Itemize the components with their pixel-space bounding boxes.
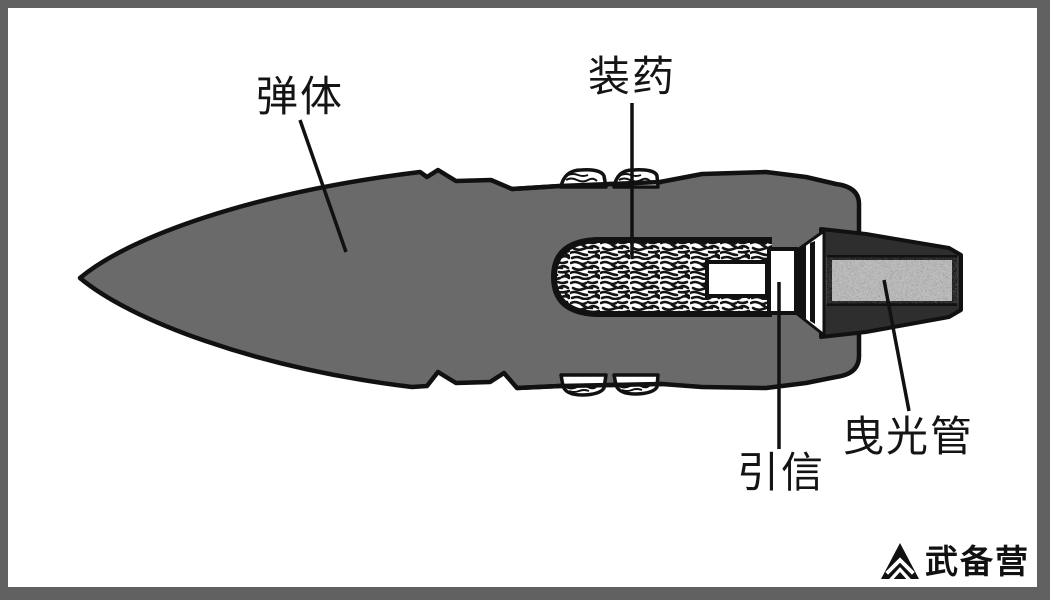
- body-bottom-edge-line: [516, 381, 663, 391]
- brand-text: 武备营: [925, 542, 1030, 580]
- label-fuze: 引信: [736, 449, 826, 496]
- fuze-pocket-shape: [705, 260, 769, 298]
- leader-line-body: [298, 119, 348, 253]
- leader-line-tracer: [882, 279, 911, 412]
- brand-watermark: 武备营: [880, 542, 1030, 580]
- fuze-body-shape: [767, 247, 798, 315]
- label-tracer-tube: 曳光管: [841, 413, 975, 460]
- triangle-mountain-icon: [881, 542, 919, 580]
- body-top-edge-line: [511, 179, 663, 192]
- label-charge: 装药: [587, 53, 677, 100]
- fuze-adapter-shape: [794, 229, 826, 337]
- tracer-tube-shape: [827, 255, 957, 306]
- label-projectile-body: 弹体: [255, 73, 345, 120]
